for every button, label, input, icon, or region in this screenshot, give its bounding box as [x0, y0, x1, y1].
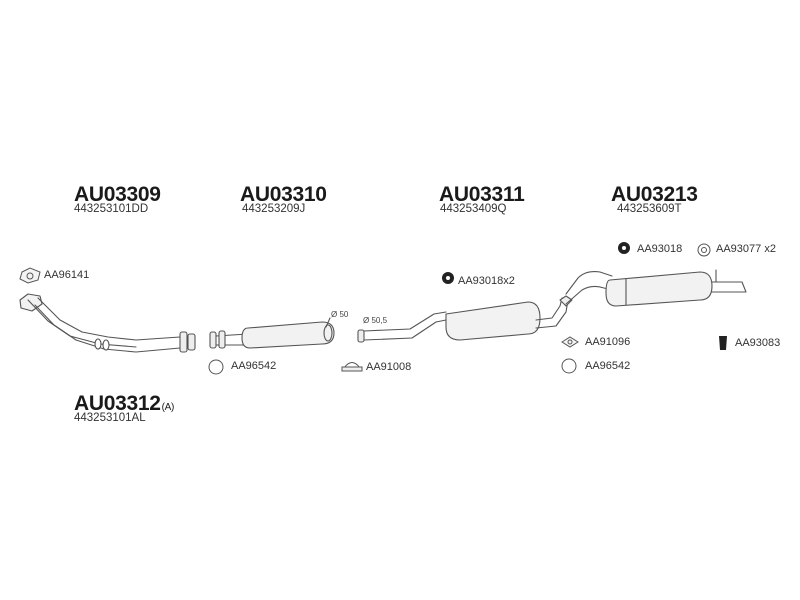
part-code-au03311[interactable]: AU03311: [439, 183, 525, 206]
ring-aa96542-right-icon: [561, 358, 577, 374]
part-code-au03312-suffix: (A): [161, 402, 175, 413]
front-pipe-au03312: [19, 293, 196, 353]
part-code-au03312[interactable]: AU03312(A): [74, 393, 174, 414]
gasket-aa96141-icon: [19, 267, 41, 284]
rear-silencer-au03213: [559, 269, 747, 307]
oem-number-au03309: 443253101DD: [74, 203, 149, 215]
accessory-aa93018x2[interactable]: AA93018x2: [458, 275, 515, 287]
ring-aa96542-icon: [208, 359, 224, 375]
accessory-aa96542-left[interactable]: AA96542: [231, 360, 277, 372]
oem-number-au03312: 443253101AL: [74, 412, 146, 424]
accessory-aa93077[interactable]: AA93077 x2: [716, 243, 776, 255]
accessory-aa96542-right[interactable]: AA96542: [585, 360, 631, 372]
accessory-aa96141[interactable]: AA96141: [44, 269, 90, 281]
accessory-aa91008[interactable]: AA91008: [366, 361, 412, 373]
oem-number-au03310: 443253209J: [242, 203, 306, 215]
diameter-label-50-5: Ø 50,5: [363, 316, 388, 325]
diameter-label-50: Ø 50: [331, 310, 349, 319]
middle-silencer-au03310: [209, 317, 335, 349]
accessory-aa91096[interactable]: AA91096: [585, 336, 631, 348]
clamp-aa91008-icon: [341, 362, 363, 372]
rubber-mount-aa93083-icon: [719, 336, 727, 350]
oem-number-au03311: 443253409Q: [440, 203, 507, 215]
part-code-au03309[interactable]: AU03309: [74, 183, 161, 206]
accessory-aa93018[interactable]: AA93018: [637, 243, 683, 255]
hanger-aa93018x2-icon: [442, 272, 454, 284]
centre-silencer-au03311: [357, 297, 569, 343]
oem-number-au03213: 443253609T: [617, 203, 682, 215]
accessory-aa93083[interactable]: AA93083: [735, 337, 781, 349]
part-code-au03213[interactable]: AU03213: [611, 183, 698, 206]
part-code-au03312-text: AU03312: [74, 392, 161, 415]
hanger-aa93018-icon: [618, 242, 630, 254]
ring-aa93077-icon: [697, 243, 711, 257]
gasket-aa91096-icon: [561, 336, 579, 348]
part-code-au03310[interactable]: AU03310: [240, 183, 327, 206]
